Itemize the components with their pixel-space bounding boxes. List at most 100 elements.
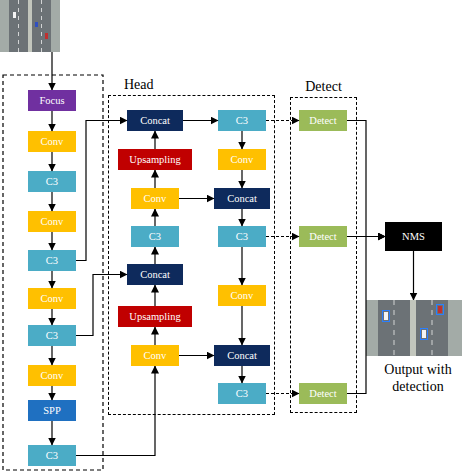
connector-arrow — [241, 131, 242, 149]
image-ground — [0, 0, 60, 52]
box-label: C3 — [236, 115, 248, 126]
dashed-frame — [108, 95, 275, 415]
connector-arrow — [266, 393, 299, 394]
lane-line — [41, 0, 42, 52]
box-label: Detect — [309, 388, 336, 399]
module-box: Detect — [299, 110, 347, 131]
box-label: Conv — [231, 290, 254, 301]
connector-arrow — [347, 237, 385, 394]
connector-arrow — [179, 198, 214, 199]
connector-arrow — [51, 152, 52, 171]
lane-line — [394, 300, 395, 356]
dashed-frame — [290, 97, 357, 413]
module-box: Upsampling — [118, 149, 192, 170]
module-box: Detect — [299, 226, 347, 247]
module-box: C3 — [218, 226, 266, 247]
connector-arrow — [347, 236, 385, 237]
detection-box — [383, 311, 390, 322]
connector-arrow — [51, 421, 52, 445]
vehicle — [422, 330, 426, 338]
module-box: Concat — [214, 188, 270, 209]
box-label: Upsampling — [129, 154, 180, 165]
box-label: C3 — [149, 231, 161, 242]
backbone-frame — [3, 75, 103, 470]
vehicle — [13, 12, 16, 18]
module-box: Upsampling — [118, 306, 192, 327]
connector-arrow — [241, 306, 242, 345]
module-box: C3 — [28, 171, 76, 192]
box-label: Conv — [144, 350, 167, 361]
box-label: C3 — [236, 231, 248, 242]
input-arrow — [51, 52, 52, 90]
module-box: Conv — [28, 131, 76, 152]
group-frame: HeadConcatUpsamplingConvC3ConcatUpsampli… — [108, 76, 275, 415]
output-image — [366, 300, 462, 356]
connector-arrow — [154, 285, 155, 306]
box-label: Concat — [227, 193, 257, 204]
module-box: Concat — [214, 345, 270, 366]
module-box: Conv — [218, 149, 266, 170]
module-box: Conv — [131, 188, 179, 209]
module-box: C3 — [28, 250, 76, 271]
module-box: SPP — [28, 400, 76, 421]
module-box: C3 — [218, 110, 266, 131]
box-label: Focus — [39, 95, 64, 106]
vehicle — [45, 33, 48, 39]
connector-arrow — [154, 247, 155, 264]
connector-arrow — [51, 271, 52, 288]
lane-line — [432, 300, 433, 356]
group-frame: DetectDetectDetectDetect — [290, 78, 357, 413]
module-box: Conv — [28, 211, 76, 232]
box-label: Conv — [41, 136, 64, 147]
connector-arrow — [183, 120, 218, 121]
image-road — [378, 300, 410, 356]
connector-arrow — [154, 327, 155, 345]
detection-box — [421, 329, 428, 340]
module-box: Conv — [218, 285, 266, 306]
box-label: Conv — [41, 370, 64, 381]
image-road — [32, 0, 51, 52]
vehicle — [384, 312, 388, 320]
box-label: Conv — [41, 293, 64, 304]
module-box: Concat — [127, 110, 183, 131]
box-label: SPP — [43, 405, 61, 416]
connector-arrow — [154, 131, 155, 149]
image-road — [416, 300, 448, 356]
module-box: Conv — [28, 365, 76, 386]
box-label: Detect — [309, 115, 336, 126]
connector-arrow — [51, 232, 52, 250]
module-box: Detect — [299, 383, 347, 404]
output-arrow — [413, 251, 414, 300]
lane-line — [18, 0, 19, 52]
image-ground — [366, 300, 462, 356]
connector-arrow — [154, 170, 155, 188]
connector-arrow — [241, 209, 242, 226]
image-median — [28, 0, 32, 52]
module-box: C3 — [28, 445, 76, 466]
connector-arrow — [241, 170, 242, 188]
connector-arrow — [266, 120, 299, 121]
box-label: C3 — [46, 330, 58, 341]
module-box: Concat — [127, 264, 183, 285]
connector-arrow — [76, 366, 155, 456]
connector-arrow — [241, 366, 242, 383]
box-label: Upsampling — [129, 311, 180, 322]
box-label: C3 — [46, 450, 58, 461]
module-box: NMS — [385, 222, 442, 251]
module-box: Focus — [28, 90, 76, 111]
vehicle — [438, 306, 442, 313]
module-box: Conv — [131, 345, 179, 366]
box-label: Detect — [309, 231, 336, 242]
box-label: Conv — [41, 216, 64, 227]
vehicle — [35, 22, 38, 27]
box-label: Concat — [227, 350, 257, 361]
connector-arrow — [154, 209, 155, 226]
connector-arrow — [51, 386, 52, 400]
input-image — [0, 0, 60, 52]
box-label: Conv — [231, 154, 254, 165]
box-label: C3 — [46, 176, 58, 187]
connector-arrow — [347, 121, 385, 237]
connector-arrow — [179, 355, 214, 356]
connector-arrow — [241, 247, 242, 285]
box-label: Concat — [140, 115, 170, 126]
